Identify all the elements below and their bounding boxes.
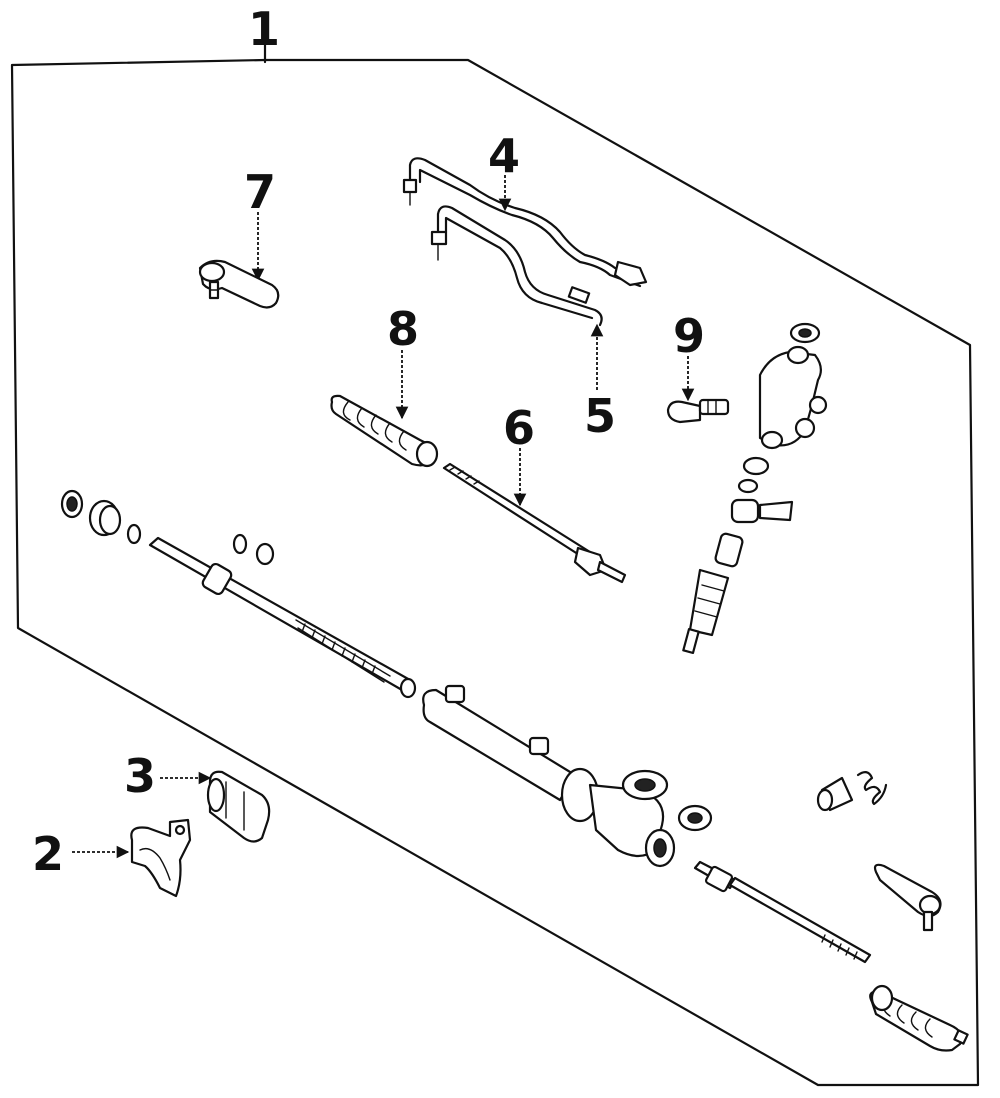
steering-rack xyxy=(148,536,417,699)
mount-bushing xyxy=(206,770,271,843)
inner-tie-rod-lower xyxy=(693,860,872,964)
callout-9: 9 xyxy=(673,309,705,363)
rack-guide-spring xyxy=(816,771,888,812)
mount-bracket xyxy=(130,818,192,898)
tie-rod-end-lower xyxy=(873,863,942,932)
pressure-lines xyxy=(402,157,648,327)
tie-rod-end-upper xyxy=(198,259,280,309)
pinion-valve-assembly xyxy=(682,322,828,655)
rack-housing xyxy=(422,684,676,868)
callout-4: 4 xyxy=(488,129,520,183)
valve-fitting xyxy=(666,398,730,424)
housing-seal xyxy=(677,804,713,832)
callout-labels: 1 2 3 4 5 6 7 8 9 xyxy=(32,2,705,881)
callout-7: 7 xyxy=(244,165,276,219)
callout-2: 2 xyxy=(32,827,64,881)
leader-lines xyxy=(72,175,695,859)
callout-3: 3 xyxy=(124,749,156,803)
rack-seals-left xyxy=(60,489,275,566)
bellows-boot-lower xyxy=(869,984,969,1052)
inner-tie-rod-upper xyxy=(442,462,627,584)
callout-6: 6 xyxy=(503,401,535,455)
callout-5: 5 xyxy=(584,389,616,443)
callout-8: 8 xyxy=(387,302,419,356)
assembly-boundary xyxy=(10,43,980,1087)
callout-1: 1 xyxy=(248,2,280,56)
bellows-boot-upper xyxy=(330,394,439,468)
